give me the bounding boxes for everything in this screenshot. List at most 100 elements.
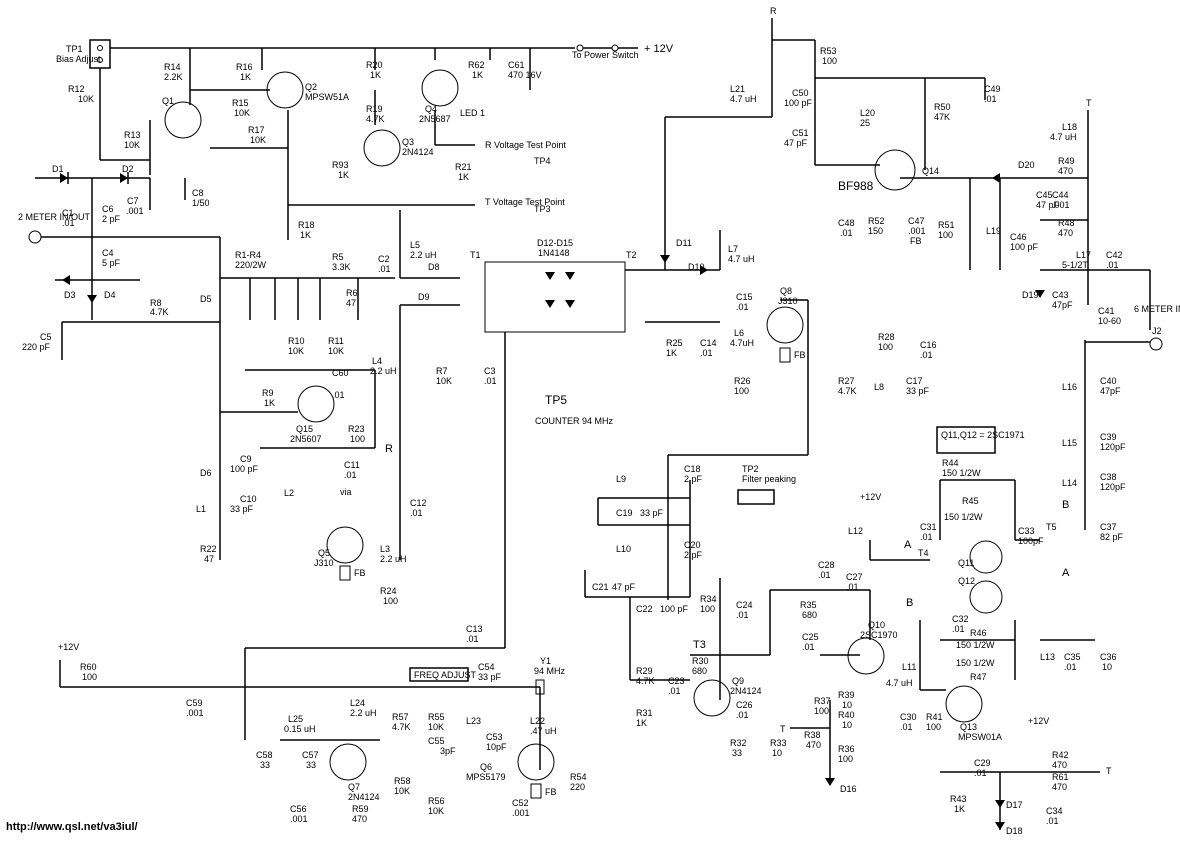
c47-val: .001 (908, 226, 926, 236)
c27-val: .01 (846, 582, 859, 592)
q10-ref: Q10 (868, 620, 885, 630)
r9-val: 1K (264, 398, 275, 408)
r43-ref: R43 (950, 794, 967, 804)
c8-val: 1/50 (192, 198, 210, 208)
r52-val: 150 (868, 226, 883, 236)
c12-ref: C12 (410, 498, 427, 508)
c20-val: 2 pF (684, 550, 703, 560)
c50-val: 100 pF (784, 98, 813, 108)
ring-mixer (484, 261, 626, 600)
l24-ref: L24 (350, 698, 365, 708)
c37-val: 82 pF (1100, 532, 1124, 542)
q1-ref: Q1 (162, 96, 174, 106)
r16-val: 1K (240, 72, 251, 82)
r38-val: 470 (806, 740, 821, 750)
freq-adjust-box[interactable] (409, 667, 469, 682)
r59-ref: R59 (352, 804, 369, 814)
c10-val: 33 pF (230, 504, 254, 514)
q7-transistor (329, 743, 367, 781)
d10-ref: D10 (688, 262, 705, 272)
c6-ref: C6 (102, 204, 114, 214)
d3-d4 (55, 275, 220, 360)
r30-ref: R30 (692, 656, 709, 666)
r19-val: 4.7K (366, 114, 385, 124)
two-meter-jack[interactable] (28, 230, 42, 244)
q6-val: MPS5179 (466, 772, 506, 782)
c40-ref: C40 (1100, 376, 1117, 386)
c44-ref: C44 (1052, 190, 1069, 200)
r16-ref: R16 (236, 62, 253, 72)
r51-val: 100 (938, 230, 953, 240)
c54-val: 33 pF (478, 672, 502, 682)
r56-ref: R56 (428, 796, 445, 806)
l4-val: 2.2 uH (370, 366, 397, 376)
c30-val: .01 (900, 722, 913, 732)
d5-ref: D5 (200, 294, 212, 304)
tp3-label: TP3 (534, 204, 551, 214)
d16-ref: D16 (840, 784, 857, 794)
l5-val: 2.2 uH (410, 250, 437, 260)
c48-ref: C48 (838, 218, 855, 228)
r20-val: 1K (370, 70, 381, 80)
r8-ref: R8 (150, 298, 162, 308)
r49-val: 470 (1058, 166, 1073, 176)
c25-ref: C25 (802, 632, 819, 642)
q2-transistor (266, 71, 304, 109)
c36-val: 10 (1102, 662, 1112, 672)
l25-val: 0.15 uH (284, 724, 316, 734)
t-net-pa: T (1106, 766, 1112, 776)
q10-val: 2SC1970 (860, 630, 898, 640)
l4-ref: L4 (372, 356, 382, 366)
c32-val: .01 (952, 624, 965, 634)
c46-val: 100 pF (1010, 242, 1039, 252)
c18-ref: C18 (684, 464, 701, 474)
c8-ref: C8 (192, 188, 204, 198)
q8-ref: Q8 (780, 286, 792, 296)
q3-transistor (363, 129, 401, 167)
r53-ref: R53 (820, 46, 837, 56)
l23-ref: L23 (466, 716, 481, 726)
c40-val: 47pF (1100, 386, 1121, 396)
r37-val: 100 (814, 706, 829, 716)
r21-val: 1K (458, 172, 469, 182)
tp2-box[interactable] (737, 489, 775, 505)
l13-ref: L13 (1040, 652, 1055, 662)
l7-val: 4.7 uH (728, 254, 755, 264)
q5-fet (326, 526, 364, 564)
c49-ref: C49 (984, 84, 1001, 94)
r31-ref: R31 (636, 708, 653, 718)
q9-val: 2N4124 (730, 686, 762, 696)
q15-transistor (297, 385, 335, 423)
c52-val: .001 (512, 808, 530, 818)
l14-ref: L14 (1062, 478, 1077, 488)
c33-ref: C33 (1018, 526, 1035, 536)
power-rail (110, 44, 638, 52)
source-url[interactable]: http://www.qsl.net/va3iul/ (6, 821, 138, 833)
r44-ref: R44 (942, 458, 959, 468)
c48-val: .01 (840, 228, 853, 238)
c30-ref: C30 (900, 712, 917, 722)
c51-ref: C51 (792, 128, 809, 138)
l20-val: 25 (860, 118, 870, 128)
c53-val: 10pF (486, 742, 507, 752)
c3-ref: C3 (484, 366, 496, 376)
r22-ref: R22 (200, 544, 217, 554)
r42-ref: R42 (1052, 750, 1069, 760)
r50-val: 47K (934, 112, 950, 122)
q11q12-label: Q11,Q12 = 2SC1971 (941, 430, 1025, 440)
r38-ref: R38 (804, 730, 821, 740)
r93-ref: R93 (332, 160, 349, 170)
six-meter-jack[interactable] (1149, 337, 1163, 351)
r25-val: 1K (666, 348, 677, 358)
r48-val: 470 (1058, 228, 1073, 238)
d4-ref: D4 (104, 290, 116, 300)
c19-val: 33 pF (640, 508, 664, 518)
r23-ref: R23 (348, 424, 365, 434)
a-label-1: A (904, 539, 912, 551)
c55-ref: C55 (428, 736, 445, 746)
r32-ref: R32 (730, 738, 747, 748)
c3-val: .01 (484, 376, 497, 386)
q6-transistor (517, 743, 555, 781)
l5-ref: L5 (410, 240, 420, 250)
power-switch-label: To Power Switch (572, 50, 639, 60)
